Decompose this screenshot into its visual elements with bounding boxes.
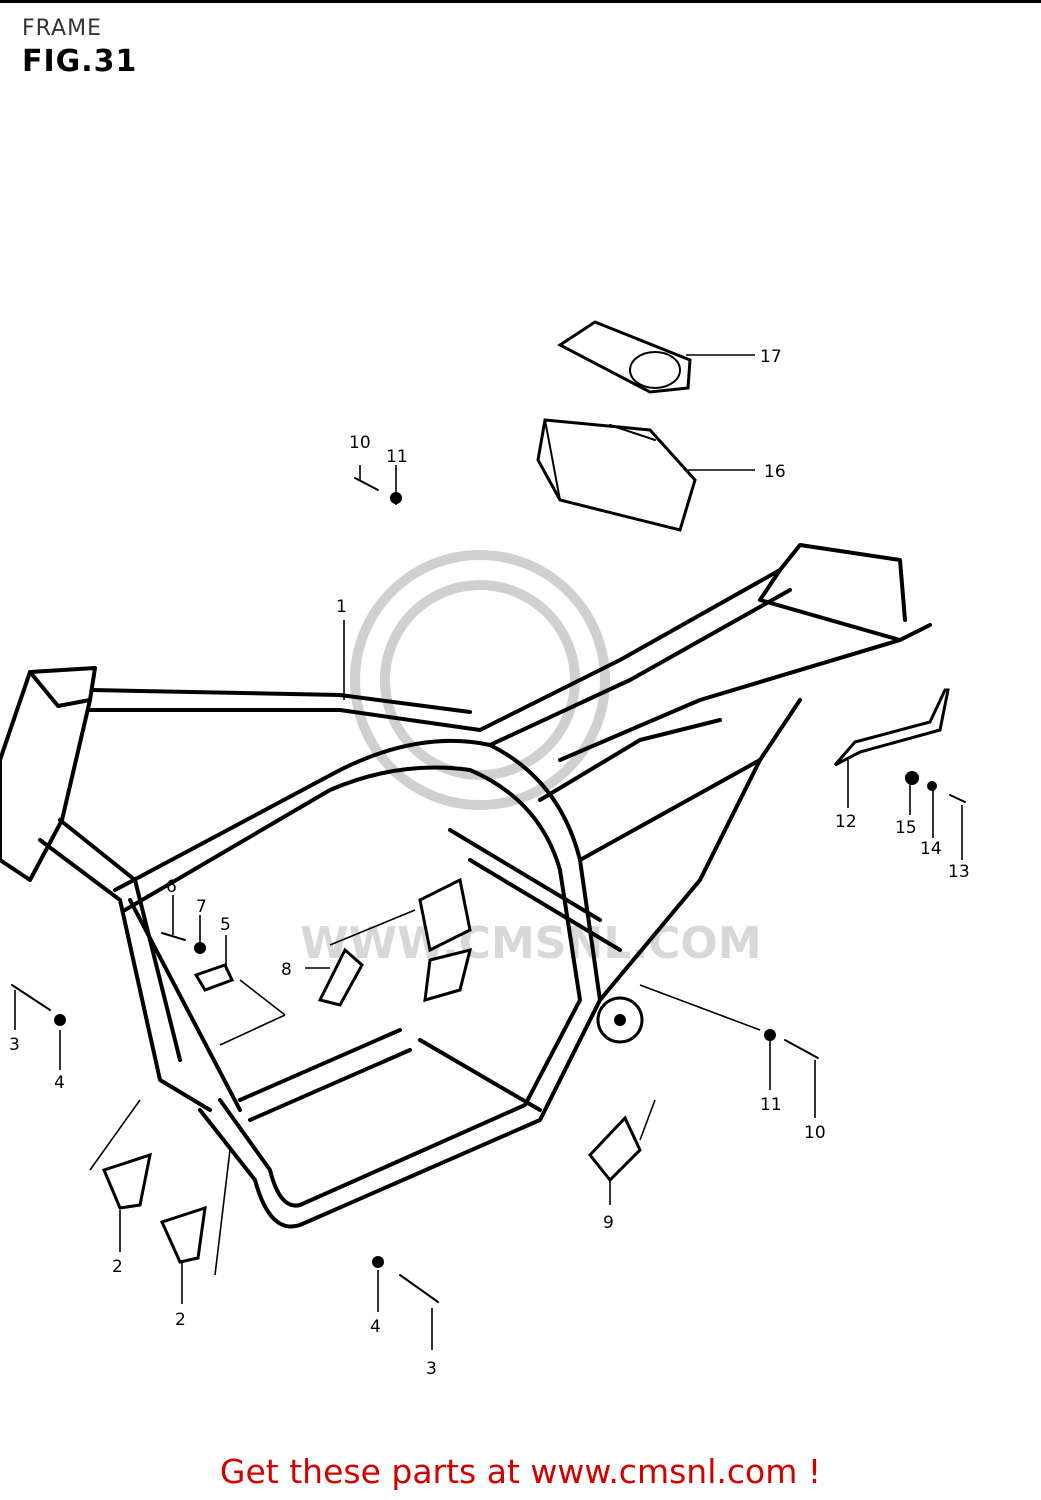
callout-15: 15 [895, 818, 917, 838]
callout-8: 8 [281, 960, 292, 980]
callout-3: 3 [426, 1359, 437, 1379]
callout-17: 17 [760, 347, 782, 367]
callout-7: 7 [196, 897, 207, 917]
page-title: FRAME [22, 16, 102, 41]
figure-number: FIG.31 [22, 44, 138, 79]
callout-13: 13 [948, 862, 970, 882]
callout-12: 12 [835, 812, 857, 832]
leader-lines [14, 354, 963, 1350]
callout-2: 2 [112, 1257, 123, 1277]
callout-11: 11 [386, 447, 408, 467]
callout-5: 5 [220, 915, 231, 935]
callout-4: 4 [370, 1317, 381, 1337]
callout-9: 9 [603, 1213, 614, 1233]
callout-11: 11 [760, 1095, 782, 1115]
callouts: 1 2 2 3 3 4 4 5 6 7 8 9 10 10 11 11 12 1… [9, 347, 970, 1379]
battery-cover [557, 320, 692, 394]
battery-case [536, 418, 697, 532]
callout-16: 16 [764, 462, 786, 482]
top-rule [0, 0, 1041, 3]
get-parts-link[interactable]: Get these parts at www.cmsnl.com ! [219, 1452, 822, 1491]
watermark-text: WWW.CMSNL.COM [300, 918, 762, 969]
main-frame [0, 543, 932, 1229]
callout-3: 3 [9, 1035, 20, 1055]
hardware [11, 477, 966, 1303]
callout-2: 2 [175, 1310, 186, 1330]
callout-10: 10 [349, 433, 371, 453]
callout-1: 1 [336, 597, 347, 617]
callout-10: 10 [804, 1123, 826, 1143]
callout-6: 6 [166, 877, 177, 897]
callout-4: 4 [54, 1073, 65, 1093]
callout-14: 14 [920, 839, 942, 859]
